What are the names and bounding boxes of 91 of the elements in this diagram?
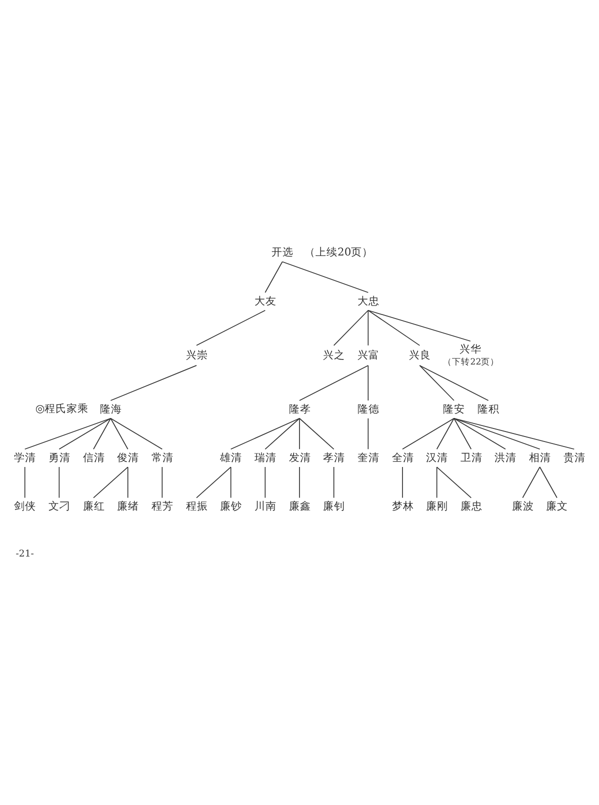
node-text: 学清 (14, 450, 36, 464)
connector (368, 364, 369, 400)
node-text: 文刁 (48, 499, 70, 512)
connector (368, 417, 369, 450)
node-text: 程振 (186, 499, 208, 512)
connector (436, 417, 454, 450)
connector (402, 417, 454, 450)
connector (230, 417, 300, 450)
connector (24, 417, 112, 450)
node-text: 卫清 (460, 450, 482, 464)
node-text: 贵清 (563, 450, 586, 464)
connector (110, 364, 197, 400)
node-text: 兴良 (408, 348, 431, 361)
node-text: 廉绪 (117, 499, 140, 512)
node-text: 兴富 (357, 348, 380, 361)
node-text: 隆积 (478, 402, 500, 415)
connector (58, 417, 112, 450)
node-text: 信清 (82, 450, 105, 464)
node-text: 发清 (288, 450, 311, 464)
node-text: 廉波 (512, 499, 534, 512)
connector (110, 417, 128, 450)
node-text: 奎清 (357, 450, 380, 464)
connector (58, 466, 60, 498)
connector (93, 466, 128, 498)
connector (454, 417, 472, 450)
node-text: 全清 (392, 450, 414, 464)
node-text: 川南 (254, 499, 276, 512)
connector (333, 466, 334, 498)
node-text: 大友 (254, 294, 276, 307)
node-text: 勇清 (48, 450, 70, 464)
connector (368, 309, 420, 346)
connector (264, 260, 283, 292)
connector (127, 466, 128, 498)
node-text: 孝清 (323, 450, 346, 464)
connector (539, 466, 558, 498)
node-text: 廉刚 (426, 499, 448, 512)
connector (368, 309, 471, 342)
connector (402, 466, 403, 498)
connector (162, 466, 163, 498)
node-text: 开选 (272, 245, 294, 258)
node-text: 梦林 (392, 499, 414, 512)
node-text: 兴崇 (186, 348, 208, 361)
node-text: 雄清 (220, 450, 242, 464)
connector (282, 260, 369, 292)
label: ◎程氏家乘 (35, 401, 89, 414)
connector (264, 417, 300, 450)
connector (299, 364, 369, 400)
connector (436, 466, 438, 498)
connector (93, 417, 112, 450)
node-text: 廉红 (82, 499, 105, 512)
node-text: 隆海 (100, 402, 122, 415)
label: （上续20页） (304, 244, 374, 258)
connector (196, 309, 266, 346)
connector (196, 466, 232, 498)
node-text: 常清 (151, 450, 174, 464)
node-text: 大忠 (357, 294, 380, 307)
connector (299, 417, 334, 450)
node-text: 隆德 (357, 402, 380, 415)
connector (24, 466, 26, 498)
connector (522, 466, 540, 498)
node-text: 廉钞 (220, 499, 242, 512)
node-text: 隆安 (443, 402, 466, 415)
connector (264, 466, 266, 498)
connector (419, 364, 454, 400)
node-text: 俊清 (117, 450, 140, 464)
node-text: 廉文 (546, 499, 568, 512)
connector (454, 417, 575, 450)
connector (299, 466, 300, 498)
connector (333, 309, 369, 346)
node-text: 汉清 (426, 450, 448, 464)
connector (454, 417, 540, 450)
node-text: 兴之 (323, 348, 346, 361)
connector (110, 417, 163, 450)
node-text: 廉忠 (460, 499, 482, 512)
node-text: 廉钊 (323, 499, 346, 512)
label: -21- (16, 548, 34, 560)
connector (368, 309, 369, 346)
connector (436, 466, 472, 498)
node-text: 兴华 (459, 342, 482, 356)
connector (419, 364, 489, 400)
node-text: 程芳 (151, 499, 174, 512)
node-text: 瑞清 (254, 450, 276, 464)
connector (299, 417, 300, 450)
connector (454, 417, 506, 450)
node-text: 相清 (529, 450, 552, 464)
node-label: （下转22页） (443, 356, 500, 367)
connector (230, 466, 232, 498)
node-text: 隆孝 (288, 402, 311, 415)
node-text: 剑侠 (14, 499, 36, 512)
node-text: 洪清 (494, 450, 517, 464)
node-text: 廉鑫 (288, 499, 311, 512)
